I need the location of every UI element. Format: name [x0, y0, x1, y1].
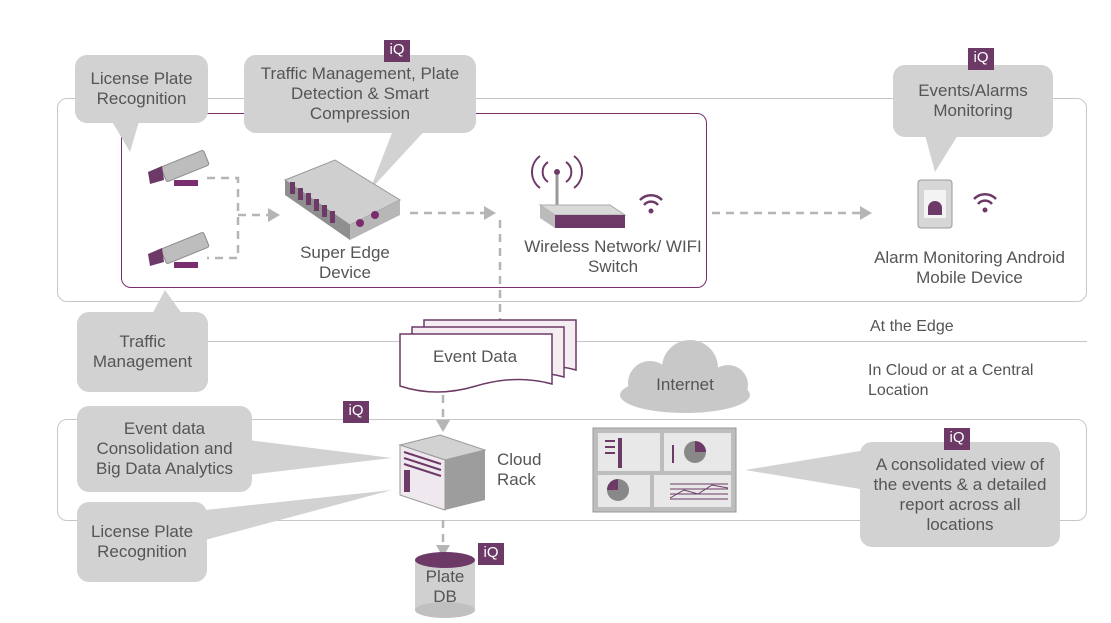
iq-badge: iQ [384, 40, 410, 62]
wifi-icon [639, 193, 663, 206]
event-data-documents [399, 319, 577, 393]
callout-tail-traffic-bottom [150, 290, 185, 318]
callout-events-alarms-text: Events/Alarms Monitoring [918, 81, 1028, 120]
super-edge-device-label: Super Edge Device [300, 243, 390, 282]
callout-consolidation-text: Event data Consolidation and Big Data An… [95, 419, 233, 478]
callout-lpr-bottom-text: License Plate Recognition [90, 522, 194, 561]
iq-badge: iQ [478, 543, 504, 565]
alarm-monitoring-label: Alarm Monitoring Android Mobile Device [874, 248, 1065, 287]
callout-consolidated-view: A consolidated view of the events & a de… [860, 442, 1060, 547]
callout-tail-events [925, 135, 958, 172]
camera-icon [148, 150, 210, 186]
callout-lpr-top-text: License Plate Recognition [90, 69, 193, 108]
edge-device-icon [283, 159, 402, 240]
event-data-label: Event Data [432, 347, 518, 366]
callout-tail-traffic-top [370, 125, 430, 190]
arrow-heads [268, 206, 872, 557]
wifi-icon [973, 192, 997, 205]
cloud-icon [620, 340, 750, 413]
callout-lpr-bottom: License Plate Recognition [77, 502, 207, 582]
dashboard-icon [592, 427, 737, 513]
callout-traffic-management-bottom-text: Traffic Management [92, 332, 193, 371]
internet-label: Internet [656, 375, 714, 394]
callout-consolidated-view-text: A consolidated view of the events & a de… [873, 454, 1047, 534]
callout-traffic-management-top: Traffic Management, Plate Detection & Sm… [244, 55, 476, 133]
plate-db-label: Plate DB [425, 567, 465, 606]
iq-badge: iQ [968, 48, 994, 70]
callout-tail-consolidation [248, 440, 392, 475]
callout-traffic-management-bottom: Traffic Management [77, 312, 208, 392]
wireless-network-label: Wireless Network/ WIFI Switch [524, 237, 702, 276]
callout-consolidation: Event data Consolidation and Big Data An… [77, 406, 252, 492]
database-icon [415, 552, 475, 618]
callout-tail-lpr-bottom [205, 490, 392, 540]
edge-zone-frame [57, 98, 1087, 302]
server-rack-icon [398, 434, 487, 511]
camera-icon [148, 232, 210, 268]
iq-badge: iQ [944, 428, 970, 450]
dashed-connectors [207, 176, 860, 545]
callout-traffic-management-top-text: Traffic Management, Plate Detection & Sm… [260, 64, 460, 123]
in-cloud-label: In Cloud or at a Central Location [868, 362, 1034, 399]
iq-badge: iQ [343, 401, 369, 423]
cloud-zone-frame [57, 419, 1087, 521]
edge-cloud-divider [205, 341, 1087, 342]
wifi-router-icon [531, 155, 627, 228]
callout-lpr-top: License Plate Recognition [75, 55, 208, 123]
android-phone-icon [917, 179, 953, 229]
callout-tail-consolidated [745, 450, 866, 490]
at-the-edge-label: At the Edge [870, 318, 954, 335]
callout-events-alarms: Events/Alarms Monitoring [893, 65, 1053, 137]
cloud-rack-label: Cloud Rack [497, 450, 542, 489]
callout-tail-lpr-top [110, 118, 140, 152]
